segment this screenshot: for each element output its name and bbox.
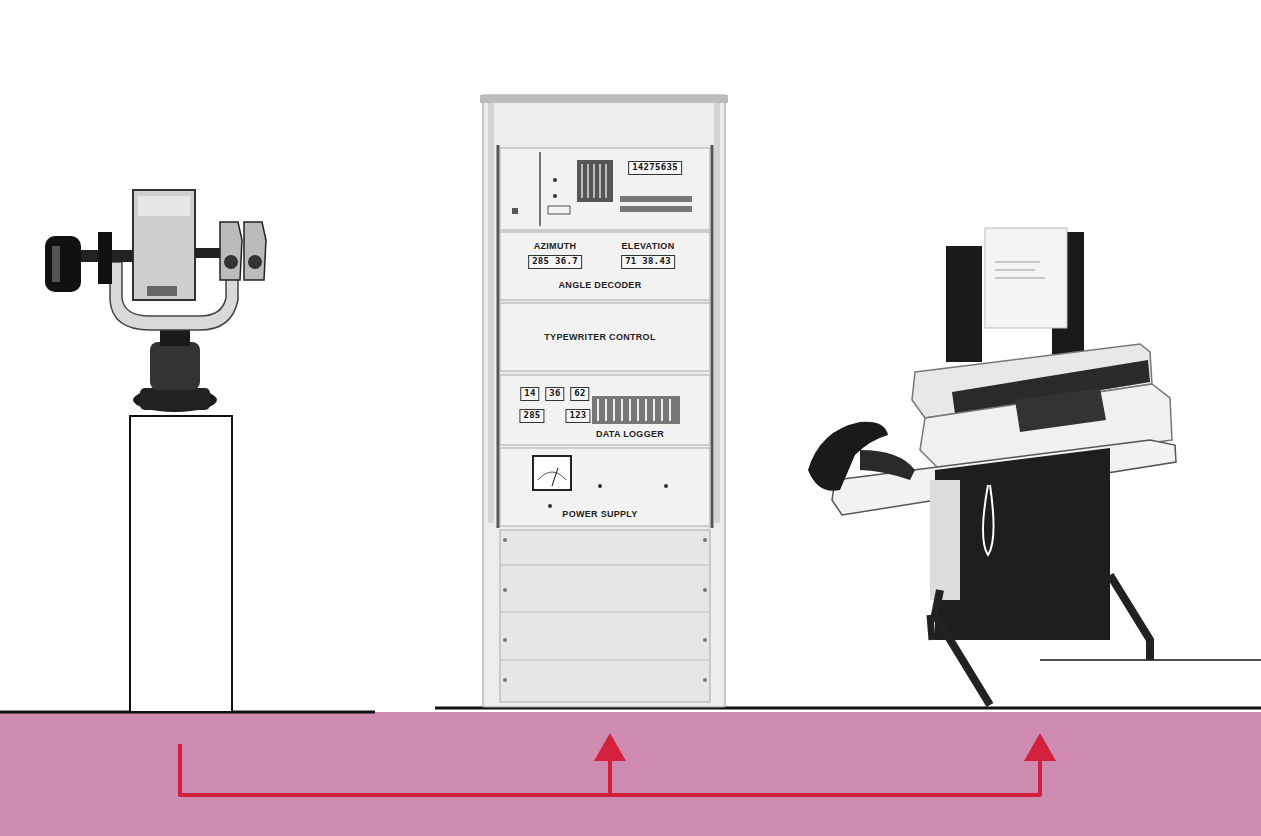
counter-panel: 14275635 bbox=[500, 148, 710, 230]
angle-decoder-panel: AZIMUTH ELEVATION 285 36.7 71 38.43ANGLE DE… bbox=[500, 232, 710, 300]
panel-label: POWER SUPPLY bbox=[562, 510, 637, 520]
ground-band bbox=[0, 712, 1261, 836]
display-readout: 285 bbox=[519, 409, 544, 423]
rack-cabinet bbox=[480, 95, 728, 707]
signal-arrow bbox=[180, 737, 1040, 795]
rack-node: 14275635AZIMUTH ELEVATION 285 36.7 71 38.43… bbox=[483, 95, 725, 705]
display-readout: 36 bbox=[545, 387, 564, 401]
display-readout: 62 bbox=[570, 387, 589, 401]
power-supply-panel: POWER SUPPLY bbox=[500, 448, 710, 526]
typewriter-node bbox=[805, 228, 1180, 705]
signal-arrow bbox=[180, 737, 610, 795]
display-readout: 285 36.7 bbox=[528, 255, 582, 269]
panel-label: ANGLE DECODER bbox=[559, 281, 642, 291]
panel-label: DATA LOGGER bbox=[596, 430, 664, 440]
panel-label: TYPEWRITER CONTROL bbox=[544, 333, 655, 343]
display-readout: 14 bbox=[520, 387, 539, 401]
display-readout: 123 bbox=[565, 409, 590, 423]
data-logger-panel: 14 36 62 285 123DATA LOGGER bbox=[500, 375, 710, 445]
theodolite bbox=[45, 190, 266, 712]
typewriter-terminal bbox=[808, 228, 1176, 705]
display-readout: 14275635 bbox=[628, 161, 682, 175]
panel-label: ELEVATION bbox=[622, 242, 675, 252]
display-readout: 71 38.43 bbox=[621, 255, 675, 269]
panel-label: AZIMUTH bbox=[534, 242, 577, 252]
theodolite-node bbox=[40, 185, 272, 712]
typewriter-control-panel: TYPEWRITER CONTROL bbox=[500, 303, 710, 371]
